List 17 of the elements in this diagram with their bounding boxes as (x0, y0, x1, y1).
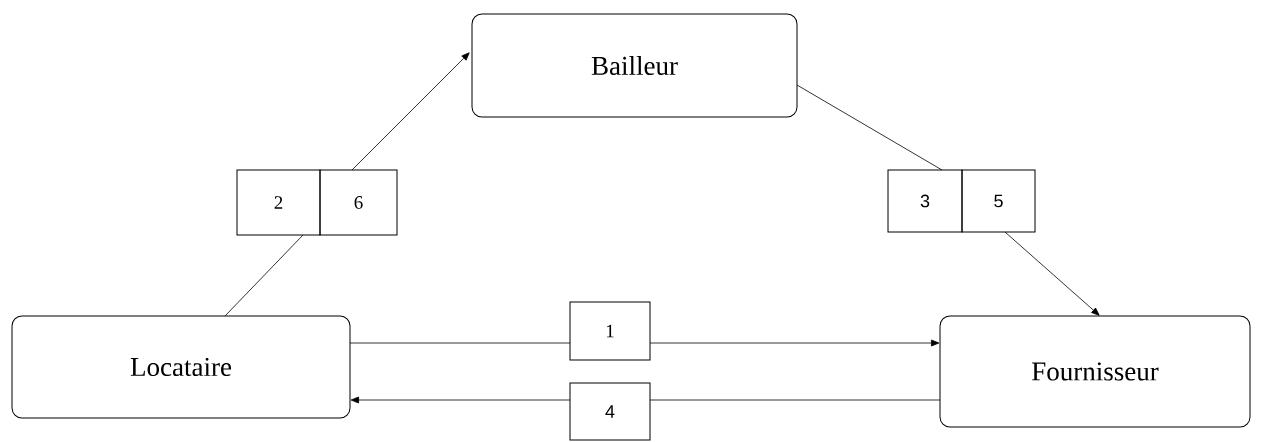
number-box: 3 (887, 169, 963, 233)
arrow (350, 396, 571, 404)
connector-line (796, 84, 943, 171)
party-box: Fournisseur (939, 315, 1251, 428)
number-box: 6 (319, 169, 398, 236)
party-box: Bailleur (471, 13, 798, 118)
number-box: 5 (961, 169, 1036, 233)
arrow (649, 339, 940, 347)
number-box: 1 (569, 301, 651, 361)
connector-line (349, 342, 571, 344)
connector-line (649, 399, 941, 401)
party-box: Locataire (11, 315, 351, 419)
number-box: 4 (569, 382, 651, 441)
number-box: 2 (236, 169, 321, 236)
arrow (1004, 231, 1100, 316)
arrow (351, 52, 470, 171)
connector-line (224, 234, 304, 317)
